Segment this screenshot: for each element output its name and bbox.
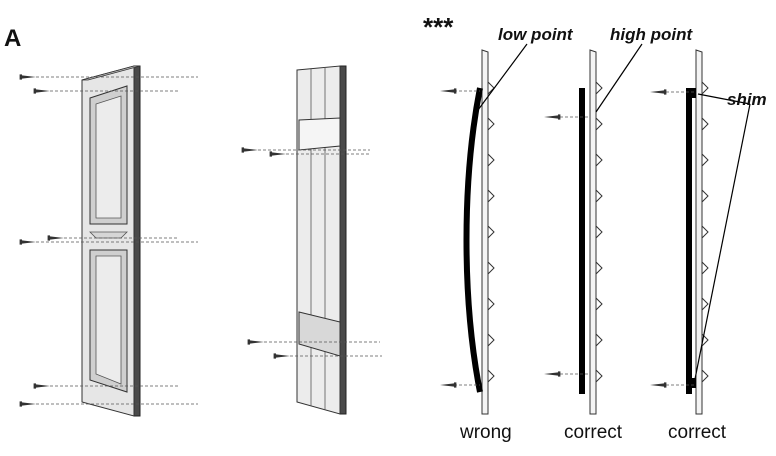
caption-wrong: wrong bbox=[459, 422, 512, 443]
flat-shutter-correct-1 bbox=[579, 88, 585, 394]
label-shim: shim bbox=[727, 90, 767, 109]
caption-correct-2: correct bbox=[668, 422, 727, 443]
label-high-point: high point bbox=[610, 25, 693, 44]
bowed-shutter-wrong bbox=[463, 87, 483, 393]
board-batten-screws bbox=[258, 149, 382, 357]
leader-lines bbox=[477, 43, 751, 385]
louver-profile-wrong bbox=[481, 49, 495, 415]
louver-profile-correct-2 bbox=[695, 49, 709, 415]
raised-panel-screws bbox=[36, 76, 198, 405]
label-low-point: low point bbox=[498, 25, 574, 44]
panel-letter: A bbox=[4, 25, 21, 52]
board-batten-screw-icons bbox=[241, 147, 290, 359]
shim-top bbox=[692, 88, 696, 98]
raised-panel-screw-icons bbox=[19, 74, 64, 407]
caption-correct-1: correct bbox=[564, 422, 623, 443]
board-batten-shutter bbox=[296, 65, 347, 415]
flat-shutter-correct-2 bbox=[686, 88, 692, 394]
raised-panel-shutter bbox=[81, 65, 141, 417]
stars-marker: *** bbox=[423, 12, 454, 42]
louver-profile-correct-1 bbox=[589, 49, 603, 415]
